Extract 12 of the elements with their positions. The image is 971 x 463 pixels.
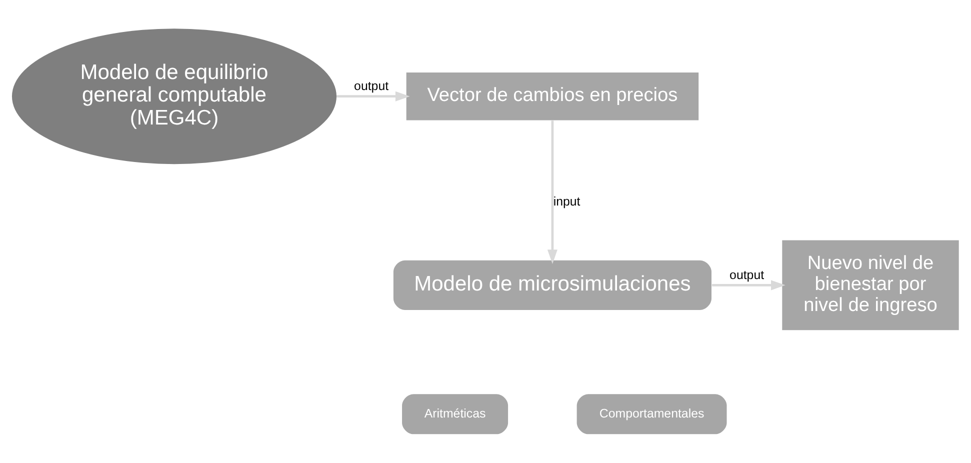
node-box: Nuevo nivel de bienestar por nivel de ingreso xyxy=(782,240,959,330)
node-ellipse: Modelo de equilibrio general computable (MEG4C) xyxy=(12,28,337,164)
arrow xyxy=(547,120,558,264)
arrow xyxy=(712,280,786,290)
edge-label: output xyxy=(730,268,764,282)
edge-label: output xyxy=(354,79,389,94)
node-box: Aritméticas xyxy=(402,394,508,434)
edge-label: input xyxy=(553,194,580,208)
node-box: Vector de cambios en precios xyxy=(406,72,699,120)
arrow xyxy=(336,91,410,102)
node-box: Comportamentales xyxy=(576,394,727,434)
node-box: Modelo de microsimulaciones xyxy=(393,260,712,310)
